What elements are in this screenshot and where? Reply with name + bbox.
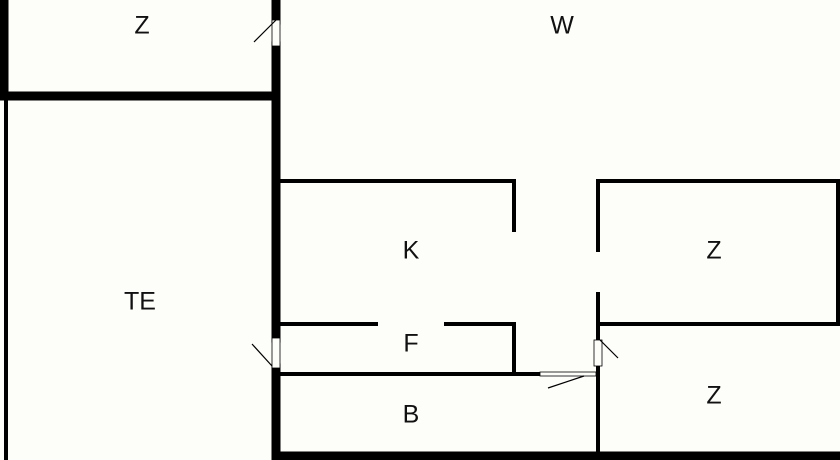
room-f-label: F [403, 330, 418, 358]
room-z-middle-right-label: Z [706, 237, 721, 265]
room-w-label: W [550, 12, 574, 40]
room-k-label: K [403, 237, 420, 265]
door-b [539, 371, 597, 389]
room-z-bottom-right-label: Z [706, 382, 721, 410]
room-te-label: TE [124, 288, 156, 316]
door-z-top-left [253, 19, 281, 47]
room-z-top-left-label: Z [134, 12, 149, 40]
door-z-bottom-right [593, 339, 619, 367]
room-labels: Z W TE K Z F B Z [124, 12, 722, 429]
door-te [251, 337, 281, 369]
room-b-label: B [403, 401, 420, 429]
inner-walls [4, 98, 840, 460]
